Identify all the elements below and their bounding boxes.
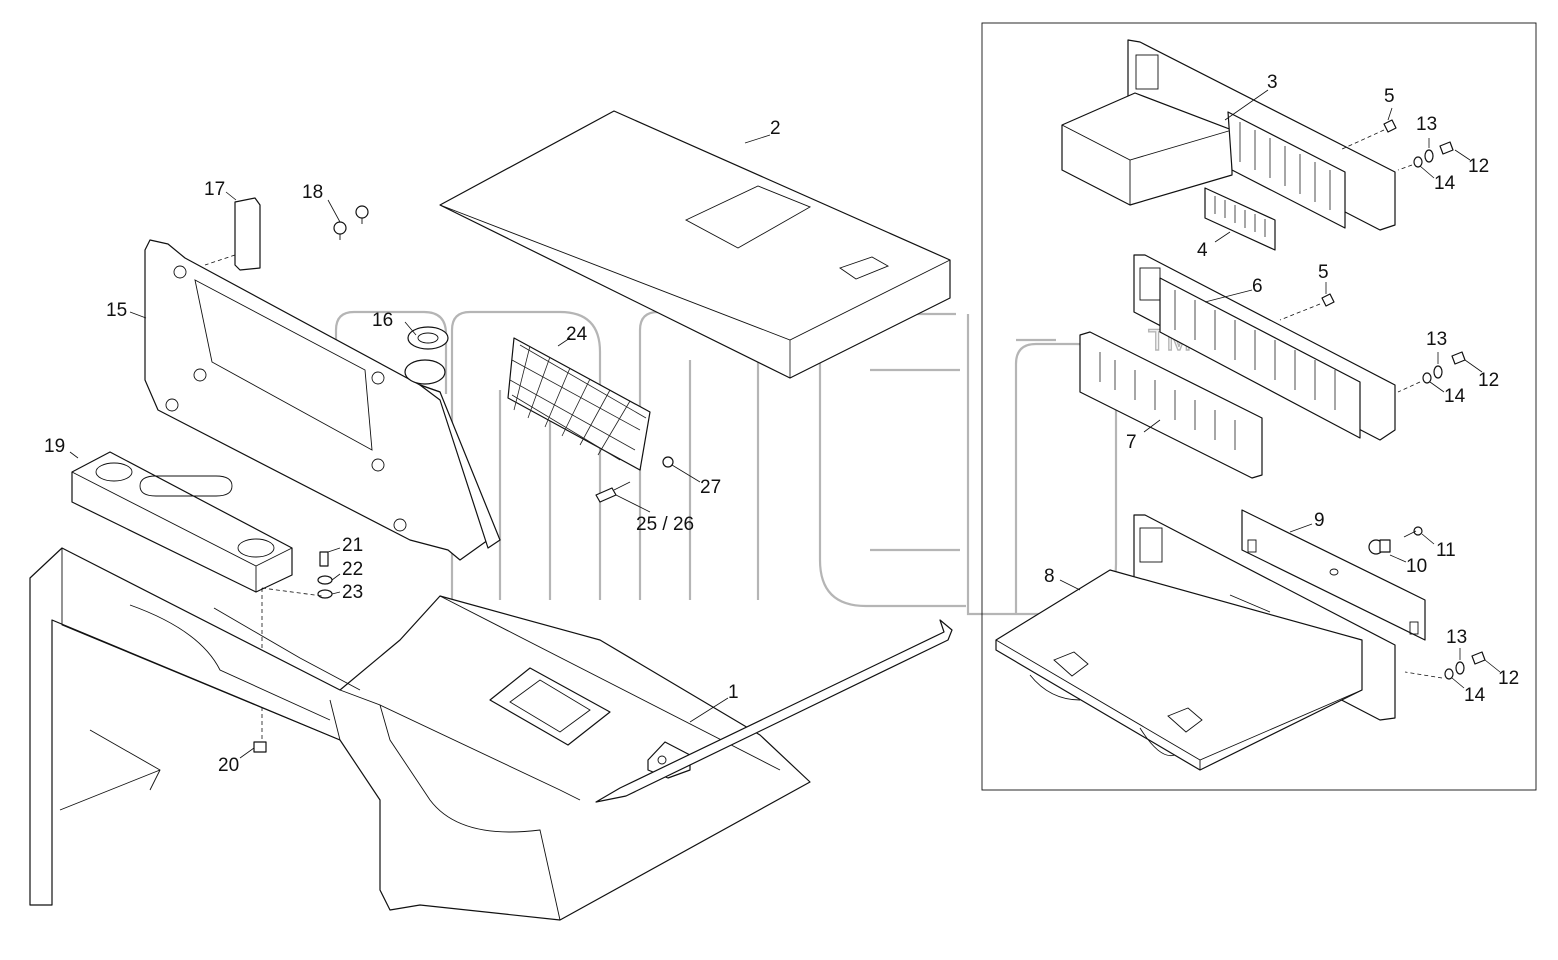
part-22-washer [317, 575, 333, 585]
label-14-top: 14 [1434, 173, 1456, 194]
label-7: 7 [1126, 432, 1137, 453]
part-9-plate [1241, 509, 1426, 641]
label-13-bottom: 13 [1446, 627, 1467, 648]
part-16-cap [407, 326, 449, 350]
part-27-nut [662, 456, 674, 468]
part-24-mesh [507, 337, 651, 471]
label-19: 19 [44, 436, 65, 457]
part-17-block [204, 197, 261, 271]
label-13-mid: 13 [1426, 329, 1447, 350]
detail-arrow [595, 619, 953, 803]
label-2: 2 [770, 118, 781, 139]
label-17: 17 [204, 179, 225, 200]
part-7-plate [1079, 331, 1263, 479]
part-2-cover [439, 110, 951, 379]
part-8-box [995, 514, 1396, 771]
part-10-lock [1368, 539, 1391, 555]
label-14-bottom: 14 [1464, 685, 1486, 706]
part-5-screw-top [1339, 119, 1397, 151]
part-19-tray [71, 451, 293, 593]
part-1-frame [29, 547, 811, 921]
label-22: 22 [342, 559, 363, 580]
label-4: 4 [1197, 240, 1208, 261]
detail-frame [981, 22, 1537, 791]
part-6-housing [1133, 254, 1396, 441]
part-23-washer [317, 589, 333, 599]
label-6: 6 [1252, 276, 1263, 297]
label-5-mid: 5 [1318, 262, 1329, 283]
part-21-screw [319, 551, 329, 567]
label-21: 21 [342, 535, 363, 556]
label-8: 8 [1044, 566, 1055, 587]
part-labels: 1 2 3 4 5 5 6 7 8 9 10 11 12 12 12 13 13… [44, 72, 1519, 776]
label-13-top: 13 [1416, 114, 1437, 135]
label-9: 9 [1314, 510, 1325, 531]
label-14-mid: 14 [1444, 386, 1466, 407]
part-20-clip [253, 741, 267, 753]
label-11: 11 [1436, 540, 1456, 561]
label-3: 3 [1267, 72, 1278, 93]
label-12-mid: 12 [1478, 370, 1499, 391]
label-10: 10 [1406, 556, 1427, 577]
leader-lines [69, 89, 1501, 759]
label-23: 23 [342, 582, 363, 603]
label-12-top: 12 [1468, 156, 1489, 177]
part-11-key [1403, 526, 1423, 538]
hardware-group-mid [1397, 351, 1466, 393]
part-15-panel [144, 239, 501, 561]
hardware-group-bottom [1404, 651, 1486, 680]
label-18: 18 [302, 182, 323, 203]
label-25-26: 25 / 26 [636, 514, 694, 535]
label-20: 20 [218, 755, 239, 776]
label-5-top: 5 [1384, 86, 1395, 107]
label-15: 15 [106, 300, 127, 321]
part-5-screw-mid [1279, 293, 1335, 321]
label-24: 24 [566, 324, 588, 345]
label-12-bottom: 12 [1498, 668, 1519, 689]
label-16: 16 [372, 310, 393, 331]
part-4-grille [1204, 187, 1276, 251]
part-3-unit [1061, 39, 1396, 231]
label-27: 27 [700, 477, 721, 498]
label-1: 1 [728, 682, 739, 703]
part-18-clips [333, 205, 369, 240]
hardware-group-top [1397, 141, 1454, 171]
